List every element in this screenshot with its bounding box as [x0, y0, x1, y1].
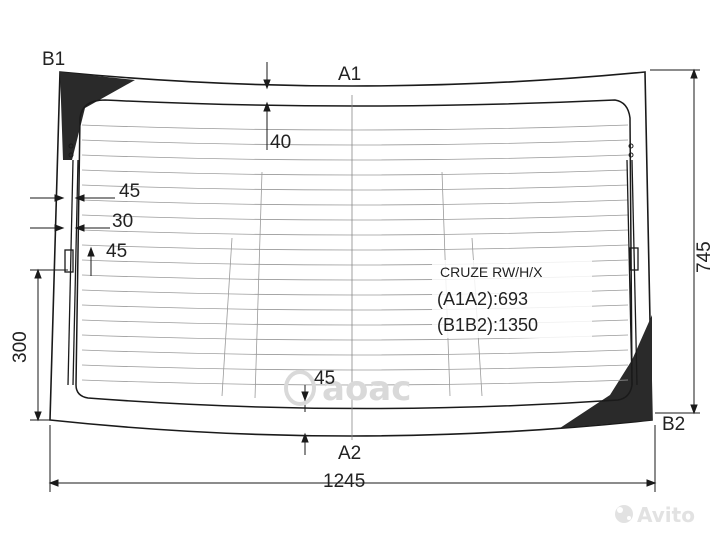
svg-text:Avito: Avito — [637, 503, 695, 527]
info-box — [432, 260, 592, 338]
dim-left-45-top: 45 — [119, 181, 140, 202]
mounting-holes — [68, 143, 634, 158]
point-label-a1: A1 — [338, 64, 361, 85]
dim-top-band: 40 — [270, 132, 291, 153]
dim-left-30: 30 — [112, 211, 133, 232]
frit-corner-top-left — [60, 72, 135, 160]
point-label-b1: B1 — [42, 49, 65, 70]
inner-area-outline — [75, 99, 633, 410]
model-name: CRUZE RW/H/X — [440, 264, 543, 280]
dim-left-45-bottom: 45 — [106, 241, 127, 262]
arc-a1a2: (A1A2):693 — [437, 289, 528, 309]
dim-width-total: 1245 — [323, 471, 365, 492]
point-label-b2: B2 — [662, 414, 685, 435]
busbar-right — [626, 159, 639, 386]
svg-text:aoac: aoac — [322, 369, 411, 409]
dim-bottom-band: 45 — [314, 368, 335, 389]
watermark-corner: Avito — [615, 503, 695, 527]
dim-height-left: 300 — [10, 331, 31, 363]
dimension-lines — [30, 62, 700, 492]
watermark-logo: aoac — [284, 369, 411, 409]
frit-corner-bottom-right — [560, 315, 652, 428]
point-label-a2: A2 — [338, 443, 361, 464]
arc-b1b2: (B1B2):1350 — [437, 315, 538, 335]
dim-height-right: 745 — [694, 241, 715, 273]
